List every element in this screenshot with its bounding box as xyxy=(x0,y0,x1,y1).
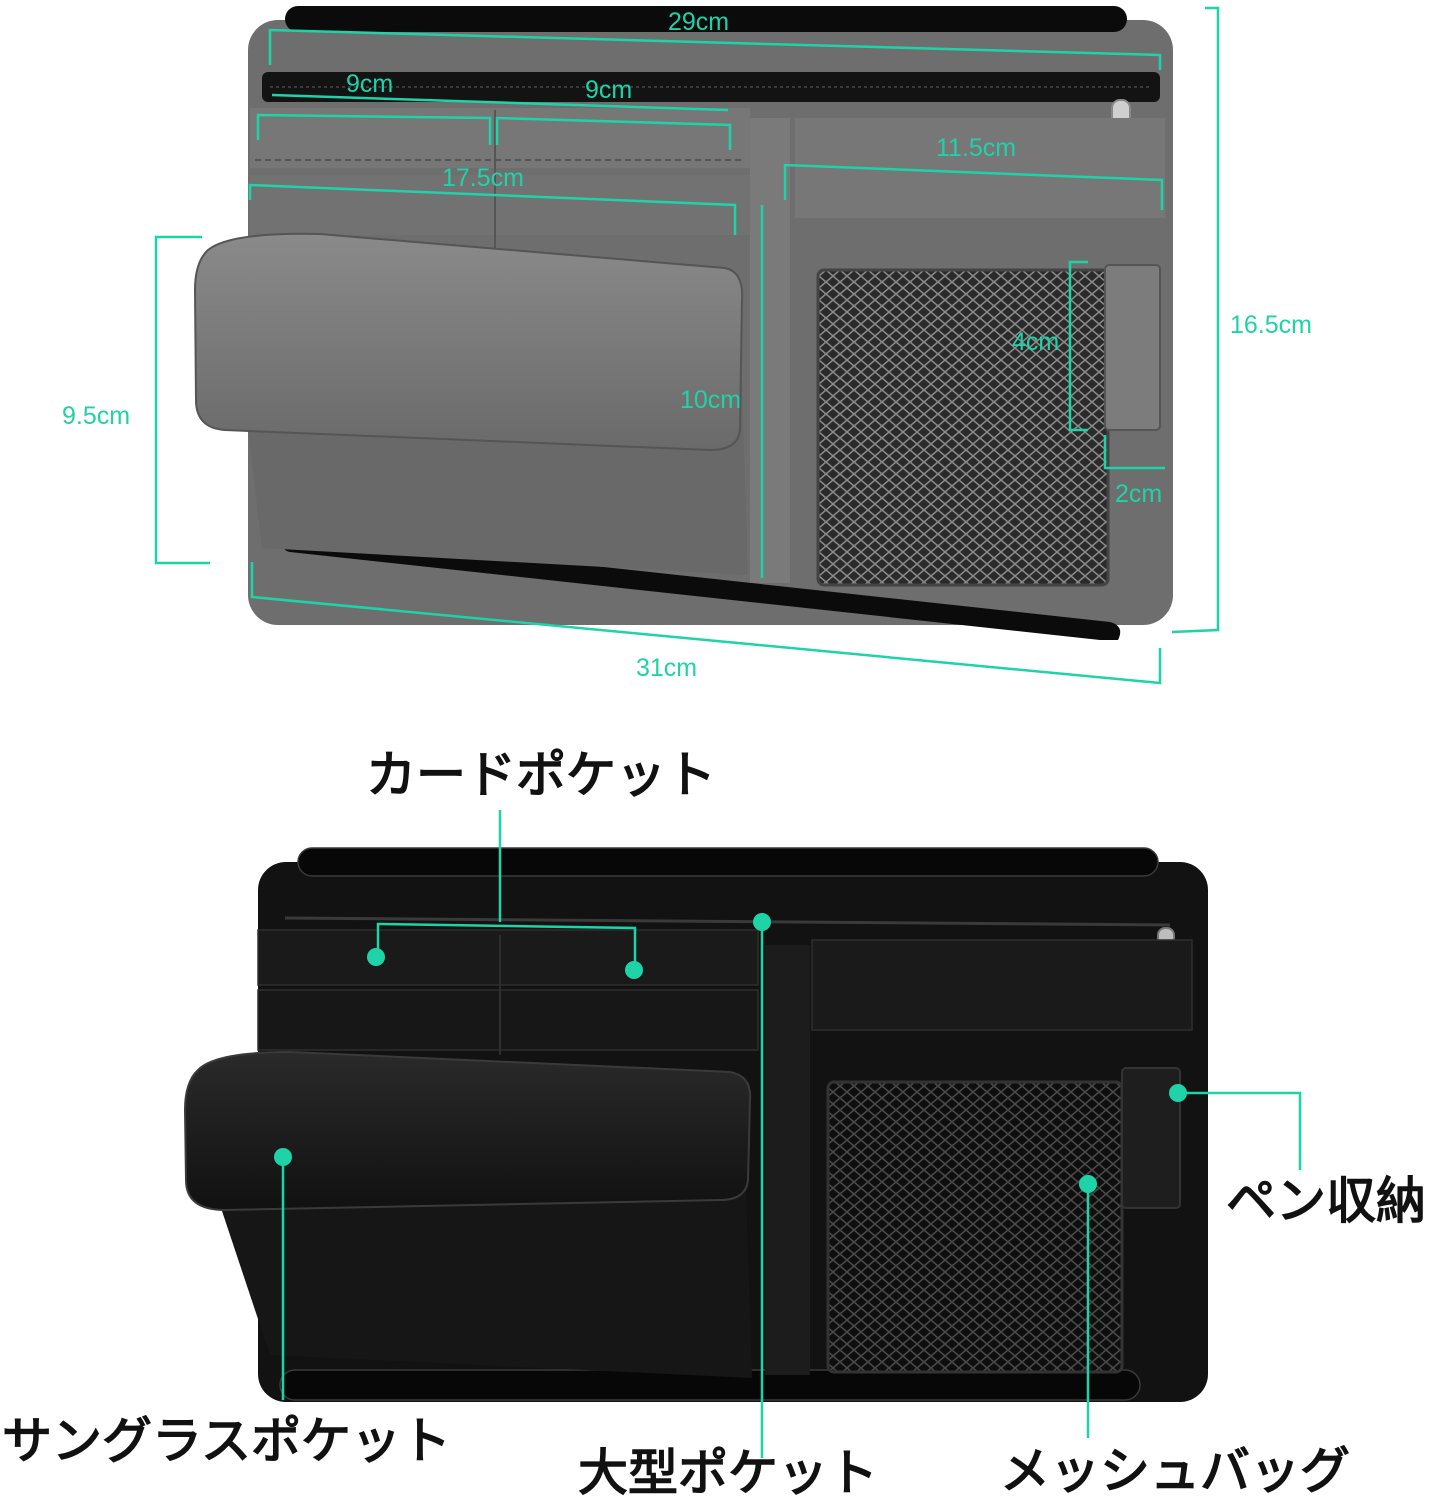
feature-labels: カードポケット ペン収納 サングラスポケット 大型ポケット メッシュバッグ xyxy=(2,746,1426,1500)
black-right-pocket xyxy=(811,939,1193,1031)
dim-pen-height: 4cm xyxy=(1012,328,1059,356)
dim-divider-height: 10cm xyxy=(680,386,741,414)
label-mesh-bag: メッシュバッグ xyxy=(1000,1442,1350,1500)
large-pocket-dot xyxy=(753,913,771,931)
dimension-labels: 29cm 9cm 9cm 17.5cm 11.5cm 4cm 10cm 2cm … xyxy=(62,8,1312,682)
dim-card-right: 9cm xyxy=(585,76,632,104)
black-center-divider xyxy=(765,945,810,1375)
dimension-lines xyxy=(154,6,1220,685)
black-pen-holder xyxy=(1121,1067,1181,1209)
pen-dot xyxy=(1169,1084,1187,1102)
mesh-dot xyxy=(1079,1175,1097,1193)
dim-top-width: 29cm xyxy=(668,8,729,36)
mesh-pocket xyxy=(816,268,1110,587)
black-sunglasses-flap xyxy=(183,1050,752,1212)
card-dot-right xyxy=(625,961,643,979)
card-pocket-band-2 xyxy=(250,175,750,235)
sunglasses-dot xyxy=(274,1148,292,1166)
sunglasses-flap xyxy=(193,232,744,452)
dim-left-height: 9.5cm xyxy=(62,402,130,430)
label-large-pocket: 大型ポケット xyxy=(578,1444,878,1500)
black-top-bar xyxy=(297,847,1159,877)
dim-bottom-width: 31cm xyxy=(636,654,697,682)
dim-pen-width: 2cm xyxy=(1115,480,1162,508)
black-organizer xyxy=(183,847,1208,1402)
black-card-band xyxy=(257,929,759,986)
black-card-band-2 xyxy=(257,989,759,1051)
dim-card-left: 9cm xyxy=(346,70,393,98)
pen-holder xyxy=(1104,264,1161,431)
label-pen-holder: ペン収納 xyxy=(1226,1172,1426,1230)
top-bar xyxy=(285,6,1127,32)
dim-left-pocket-width: 17.5cm xyxy=(442,164,524,192)
black-mesh-pocket xyxy=(826,1080,1124,1374)
card-dot-left xyxy=(367,948,385,966)
callout-lines xyxy=(281,810,1302,1458)
black-zipper xyxy=(284,916,1171,927)
callout-dots xyxy=(274,913,1187,1193)
dim-total-height: 16.5cm xyxy=(1230,311,1312,339)
label-sunglasses-pocket: サングラスポケット xyxy=(2,1412,451,1470)
dim-right-pocket-width: 11.5cm xyxy=(936,134,1016,162)
label-card-pocket: カードポケット xyxy=(366,746,716,804)
black-sunglasses-body xyxy=(215,1160,752,1378)
center-divider xyxy=(750,118,790,583)
